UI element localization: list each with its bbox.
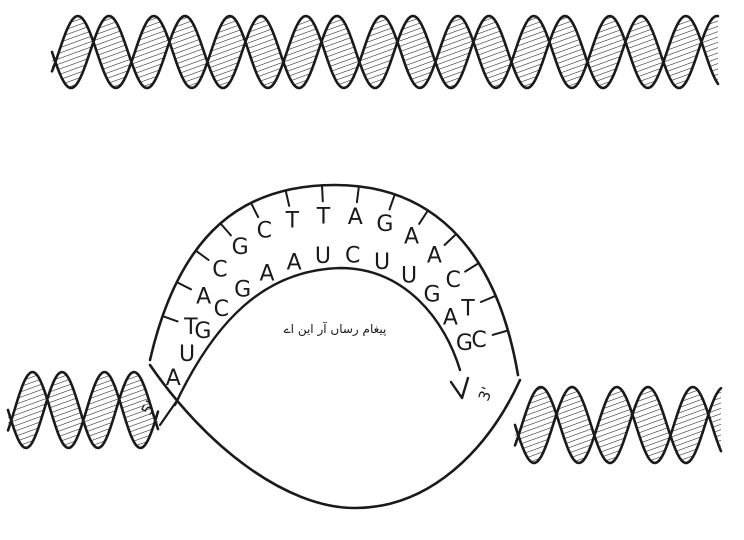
base-pair-tick — [321, 184, 324, 203]
dna-base-label: C — [446, 268, 461, 293]
rna-direction-arrow-icon — [449, 376, 470, 400]
left-helix-strand-2 — [6, 370, 160, 450]
rna-base-label: C — [345, 244, 360, 269]
base-pair-tick — [443, 233, 458, 246]
base-pair-tick — [388, 193, 396, 211]
dna-base-label: A — [404, 225, 419, 250]
rna-base-label: G — [423, 283, 440, 308]
dna-template-strand-arc — [148, 183, 520, 377]
right-helix-band — [515, 387, 721, 463]
dna-base-label: A — [348, 205, 363, 230]
base-pair-tick — [479, 294, 497, 303]
dna-base-label: C — [212, 257, 227, 282]
dna-base-label: G — [232, 235, 249, 260]
right-dna-double-helix — [513, 385, 723, 465]
dna-base-label: A — [427, 244, 442, 269]
dna-base-label: C — [471, 328, 486, 353]
rna-base-label: C — [214, 297, 229, 322]
rna-base-label: A — [287, 250, 302, 275]
right-helix-strand-1 — [513, 385, 723, 465]
rna-base-label: U — [315, 244, 331, 269]
dna-base-label: T — [183, 315, 198, 340]
top-helix-strand-2 — [50, 14, 720, 90]
left-helix-band — [8, 372, 158, 448]
mrna-caption: پیغام رساں آر این اے — [284, 321, 387, 337]
rna-base-label: U — [374, 250, 390, 275]
base-pair-tick — [175, 281, 192, 291]
dna-base-label: T — [460, 297, 475, 322]
rna-base-label: U — [401, 264, 417, 289]
base-pair-tick — [219, 222, 232, 237]
dna-base-label: C — [257, 219, 272, 244]
base-pair-tick — [355, 185, 360, 204]
dna-base-label: A — [196, 285, 211, 310]
base-pair-tick — [250, 201, 260, 219]
dna-base-label: G — [376, 212, 393, 237]
rna-base-label: G — [456, 331, 473, 356]
base-pair-tick — [161, 315, 179, 323]
dna-base-label: T — [316, 204, 331, 229]
rna-base-label: A — [259, 262, 274, 287]
top-helix-strand-1 — [50, 14, 720, 90]
base-pair-tick — [418, 209, 429, 225]
rna-base-label: U — [179, 342, 195, 367]
left-dna-double-helix — [6, 370, 160, 450]
rna-tail-line — [158, 400, 178, 427]
rna-base-label: G — [194, 319, 211, 344]
base-pair-tick — [284, 189, 291, 207]
rna-base-label: A — [166, 366, 181, 391]
rna-strand-arc — [173, 266, 462, 407]
rna-base-label: A — [443, 306, 458, 331]
three-prime-label: 3' — [475, 384, 497, 403]
right-helix-strand-2 — [513, 385, 723, 465]
dna-base-label: T — [285, 209, 300, 234]
rna-base-label: G — [234, 278, 251, 303]
base-pair-ticks — [161, 184, 509, 336]
base-pair-tick — [194, 249, 210, 261]
dna-coding-strand-lower-arc — [148, 363, 522, 510]
base-pair-tick — [491, 329, 509, 336]
base-pair-tick — [464, 262, 480, 273]
top-dna-double-helix — [50, 14, 720, 90]
